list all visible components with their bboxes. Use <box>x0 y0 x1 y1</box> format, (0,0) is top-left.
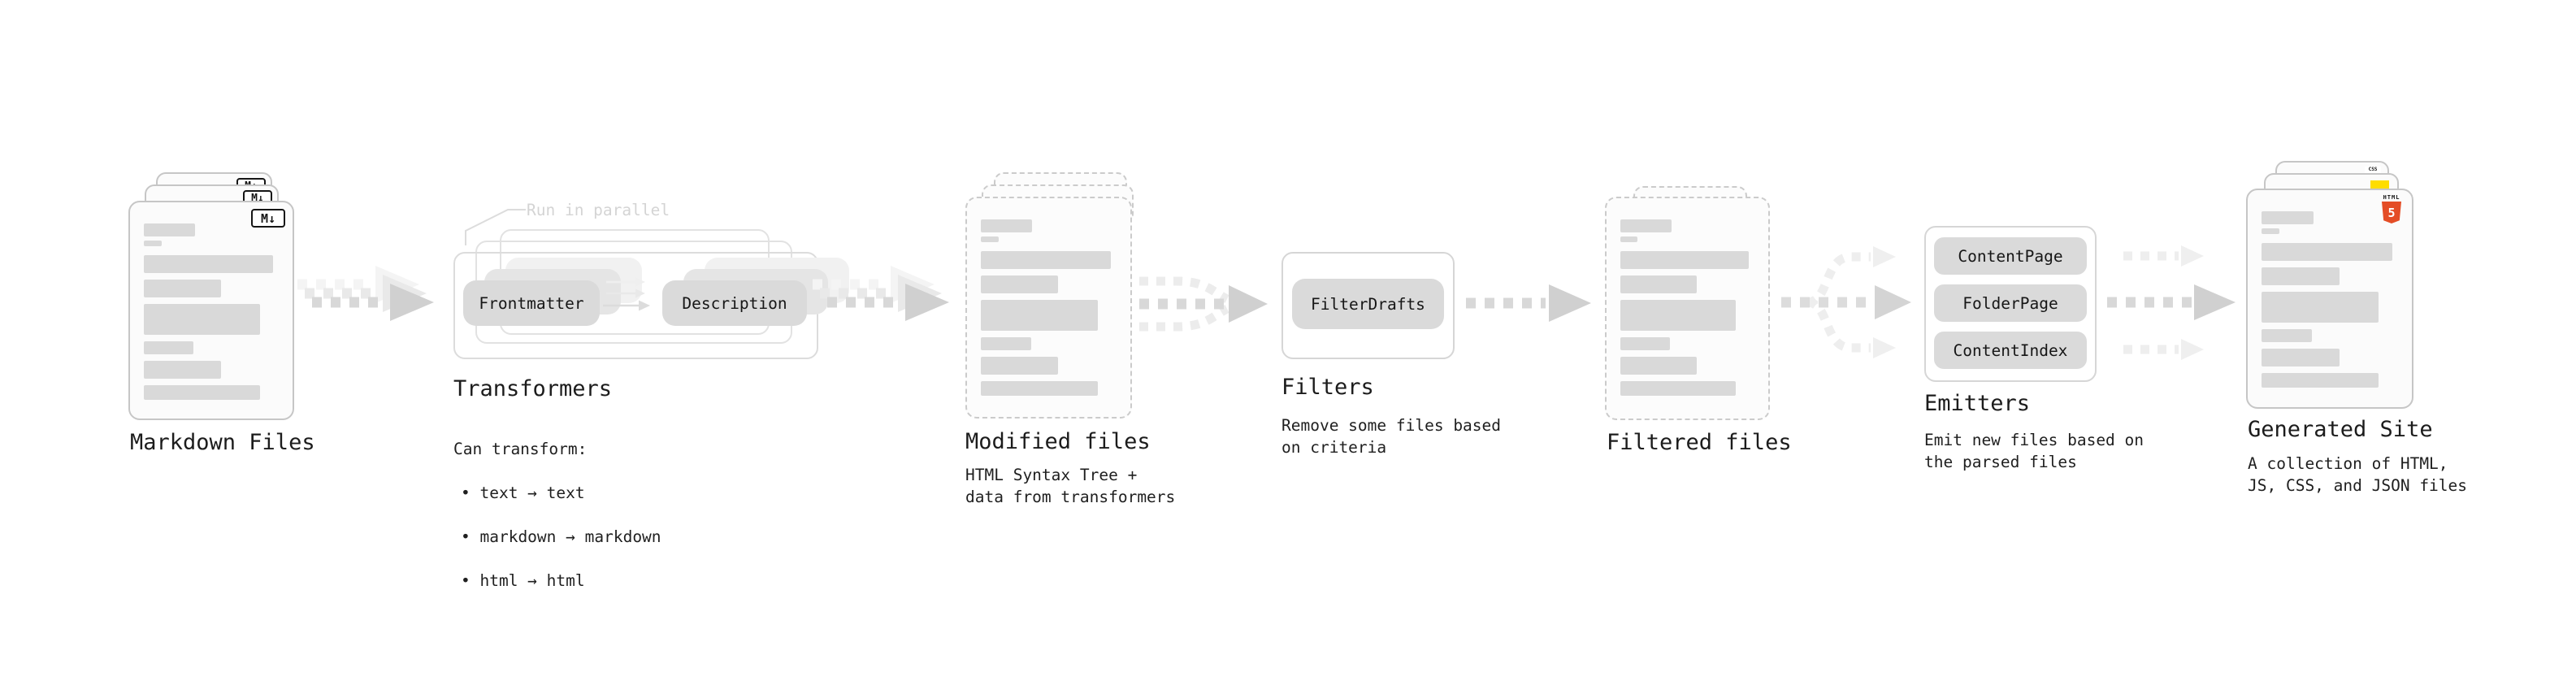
arrows-emitters-to-generated <box>2107 245 2236 360</box>
transformers-description: Can transform: • text → text • markdown … <box>453 416 661 614</box>
transform-bullet: • text → text <box>461 484 585 502</box>
filterdrafts-pill: FilterDrafts <box>1292 279 1444 329</box>
generated-site-title: Generated Site <box>2248 417 2433 442</box>
emitters-title: Emitters <box>1924 391 2031 416</box>
html5-icon: HTML 5 <box>2381 194 2402 223</box>
filters-description: Remove some files based on criteria <box>1281 416 1502 457</box>
arrow-markdown-to-transformers <box>297 266 434 321</box>
arrow-transformers-to-modified <box>813 266 949 321</box>
generated-site-description: A collection of HTML, JS, CSS, and JSON … <box>2248 454 2468 495</box>
transform-bullet: • markdown → markdown <box>461 527 661 546</box>
html5-icon-shield: 5 <box>2382 202 2401 223</box>
contentpage-emitter-pill: ContentPage <box>1934 237 2087 275</box>
run-in-parallel-connector-line <box>465 209 526 245</box>
document-text-placeholder <box>1620 219 1754 396</box>
folderpage-emitter-pill: FolderPage <box>1934 284 2087 322</box>
document-text-placeholder <box>144 223 279 400</box>
frontmatter-transformer-pill: Frontmatter <box>463 280 600 326</box>
pill-to-pill-arrows <box>603 277 650 311</box>
markdown-icon: M↓ <box>251 209 285 228</box>
can-transform-intro: Can transform: <box>453 440 588 458</box>
arrow-filters-to-filtered <box>1466 284 1591 322</box>
run-in-parallel-note: Run in parallel <box>527 201 670 219</box>
javascript-icon <box>2370 180 2389 189</box>
filtered-files-title: Filtered files <box>1607 430 1792 455</box>
filtered-file-front <box>1605 197 1770 420</box>
emitters-description: Emit new files based on the parsed files <box>1924 431 2144 471</box>
document-text-placeholder <box>981 219 1117 396</box>
modified-files-title: Modified files <box>965 429 1151 454</box>
contentindex-emitter-pill: ContentIndex <box>1934 332 2087 369</box>
html5-icon-label: HTML <box>2383 194 2400 201</box>
description-transformer-pill: Description <box>662 280 807 326</box>
generated-file-html: HTML 5 <box>2246 189 2413 409</box>
modified-files-description: HTML Syntax Tree + data from transformer… <box>965 466 1176 506</box>
filters-title: Filters <box>1281 375 1374 400</box>
transformers-title: Transformers <box>453 376 613 401</box>
transform-bullet: • html → html <box>461 571 585 590</box>
arrow-modified-to-filters-merge <box>1139 276 1268 332</box>
markdown-file-front: M↓ <box>128 201 294 420</box>
arrow-filtered-to-emitters-split <box>1781 246 1911 358</box>
modified-file-front <box>965 197 1132 419</box>
markdown-files-title: Markdown Files <box>130 430 315 455</box>
document-text-placeholder <box>2262 211 2398 388</box>
